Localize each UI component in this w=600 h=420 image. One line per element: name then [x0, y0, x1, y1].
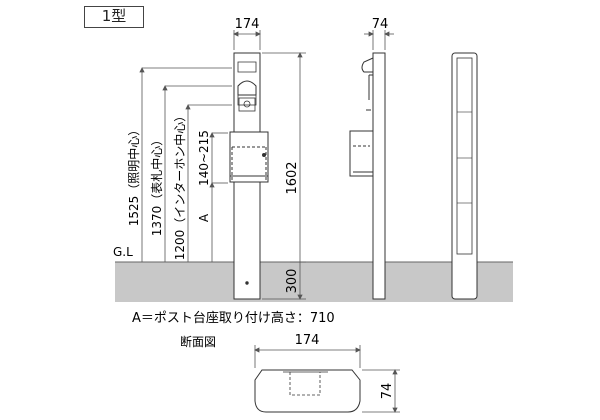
- range-label: 140~215: [197, 130, 211, 186]
- dim-leaders: [139, 67, 232, 262]
- light-window: [237, 61, 257, 73]
- intercom-panel: [238, 97, 256, 112]
- front-view: [229, 52, 269, 300]
- intercom-button: [243, 100, 251, 108]
- dim-buried-label: 300: [285, 269, 300, 294]
- side-light-hood: [361, 57, 374, 73]
- gl-label: G.L: [113, 245, 133, 259]
- dim-section-width-label: 174: [295, 333, 320, 348]
- side-view: [349, 52, 386, 300]
- back-post: [451, 52, 478, 300]
- ground-band: [115, 262, 513, 302]
- post-height-note: A＝ポスト台座取り付け高さ：710: [132, 310, 335, 326]
- dim-section-depth-label: 74: [380, 383, 395, 400]
- section-outline: [254, 369, 361, 413]
- nameplate-center-label: 1370（表札中心）: [149, 134, 164, 237]
- dim-section-depth: [362, 369, 400, 413]
- mailbox: [229, 131, 269, 183]
- dim-total-height: [262, 52, 306, 300]
- type-badge: 1型: [84, 6, 144, 28]
- section-inner: [289, 372, 321, 396]
- light-arch: [237, 80, 257, 96]
- dim-front-width: [233, 30, 261, 50]
- section-view: [254, 369, 361, 413]
- side-mailbox: [349, 130, 374, 177]
- dim-front-width-label: 174: [235, 17, 260, 32]
- lighting-center-label: 1525（照明中心）: [126, 124, 141, 227]
- dim-total-height-label: 1602: [285, 161, 300, 194]
- dim-side-width: [364, 30, 394, 50]
- section-title: 断面図: [180, 334, 216, 349]
- side-post: [372, 52, 386, 300]
- post-bolt: [245, 281, 249, 285]
- intercom-center-label: 1200（インターホン中心）: [172, 110, 187, 261]
- nameplate: [237, 94, 257, 106]
- post-marker-label: A: [197, 213, 211, 222]
- dim-section-width: [254, 345, 361, 368]
- back-view: [451, 52, 478, 300]
- dim-side-width-label: 74: [372, 17, 389, 32]
